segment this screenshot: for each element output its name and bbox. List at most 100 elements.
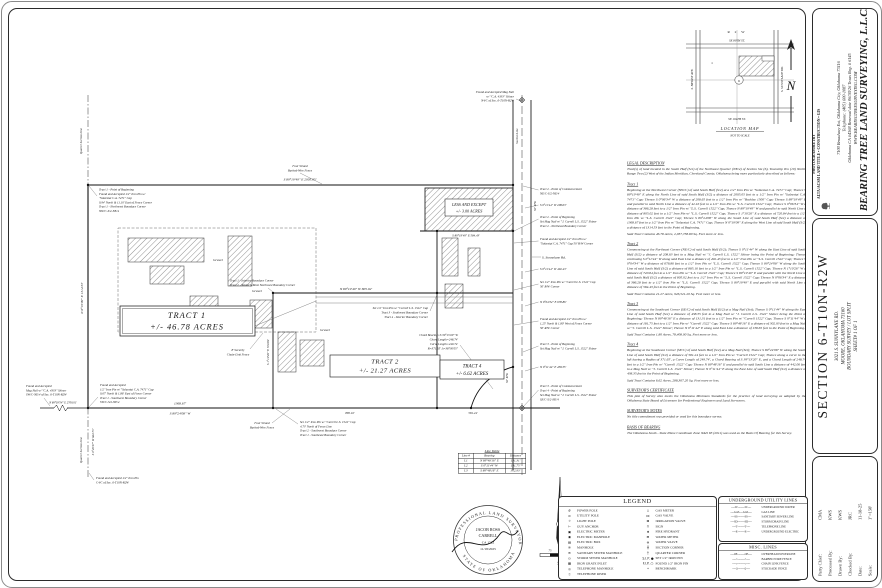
fence-bw-label-2a: Four Strand	[253, 421, 270, 425]
svg-text:CARRELL: CARRELL	[479, 533, 498, 538]
legend-item: ▦IRON GRATE INLET	[562, 561, 636, 566]
legend-symbol: ▦	[567, 561, 572, 566]
svg-text:Set Mag Nail w/ "J. Carrell L.: Set Mag Nail w/ "J. Carrell L.S. 1522" S…	[540, 347, 598, 351]
line-label: OVERHEAD POWERLINE	[761, 552, 796, 556]
line-label: BARBED WIRE FENCE	[761, 557, 792, 561]
street-top: SE 89TH ST.	[729, 39, 745, 43]
fence-cl-label-b: Chain-Link Fence	[227, 353, 250, 357]
legend-item: ▯TELEPHONE RISER	[562, 572, 636, 577]
line-label: UNDERGROUND WATER	[761, 505, 795, 509]
legend-label: ELECTRIC METER	[577, 530, 605, 534]
svg-text:CA 1522: CA 1522	[482, 541, 495, 545]
dim-quarter-south: S 0°20'27" W 662.73'	[91, 428, 95, 455]
legend-symbol: ☼	[568, 519, 571, 524]
utility-line-row: ──W────W──UNDERGROUND WATER	[721, 505, 806, 510]
svg-text:Mag Nail w/ "C.A. 4333" Shiner: Mag Nail w/ "C.A. 4333" Shiner	[25, 388, 67, 392]
legend-item: ⊙STORM SEWER MANHOLE	[562, 556, 636, 561]
sw-corner-callout: Found and Accepted 1/2" Iron Pin w/ "Sol…	[99, 383, 154, 404]
legend-symbol: ▤	[567, 540, 572, 545]
legend-symbol: ⊓	[646, 524, 650, 529]
legend-item: ⊚MANHOLE	[562, 545, 636, 550]
line-label: SANITARY SEWER LINE	[761, 515, 795, 519]
legend-label: UTILITY POLE	[577, 514, 599, 518]
svg-text:Chord Bearing=S 39°13'20" W: Chord Bearing=S 39°13'20" W	[419, 333, 458, 337]
legend-item: ⊢GUY ANCHOR	[562, 524, 636, 529]
legend-symbol: ⋈	[646, 513, 650, 518]
legend-symbol: ◎	[568, 566, 571, 571]
line-sample: ──▯────▯──	[732, 567, 750, 571]
svg-text:Found and Accepted 1/2" Iron P: Found and Accepted 1/2" Iron Pin w/	[539, 237, 587, 241]
legend-symbol: ╬	[647, 545, 649, 550]
svg-text:Found and Accepted 1/2" Iron P: Found and Accepted 1/2" Iron Pin	[95, 476, 139, 480]
utility-line-row: ──GAS──GAS──GAS LINE	[721, 510, 806, 515]
legend-label: GAS METER	[655, 508, 675, 513]
legend-label: MANHOLE	[577, 545, 594, 550]
section-titleblock: SECTION 6-T10N-R2W 3021 S. SUNNYLANE RD.…	[812, 218, 878, 454]
svg-text:N4/C of Sec. 6-T10N-R2W: N4/C of Sec. 6-T10N-R2W	[480, 99, 514, 103]
svg-text:Tract 4 - Point of Beginning: Tract 4 - Point of Beginning	[540, 389, 575, 393]
utility-line-row: ──SD────SD──STORM DRAIN LINE	[721, 520, 806, 525]
utility-line-row: ──T────T──TELEPHONE LINE	[721, 525, 806, 530]
misc-line-row: ──▯────▯──STOCKADE FENCE	[721, 567, 806, 572]
legend-symbol: ◉	[568, 535, 571, 540]
svg-text:SW/C-S/2-NE/4: SW/C-S/2-NE/4	[100, 400, 120, 404]
rw-label-2: 50' R/W	[533, 201, 537, 211]
svg-text:Tract 3 - Southwest Boundary C: Tract 3 - Southwest Boundary Corner	[381, 311, 428, 315]
legend-label: BENCHMARK	[655, 567, 677, 571]
fence-bw-label-2b: Barbed-Wire Fence	[250, 426, 275, 430]
misc-line-row: ──OE────OE──OVERHEAD POWERLINE	[721, 552, 806, 557]
svg-text:+/- 6.62 ACRES: +/- 6.62 ACRES	[456, 372, 489, 377]
svg-text:SE/C-S/2-NE/4: SE/C-S/2-NE/4	[540, 398, 559, 402]
tract2-label: TRACT 2 +/- 21.27 ACRES	[329, 354, 441, 378]
svg-text:+/- 3.00 ACRES: +/- 3.00 ACRES	[456, 209, 483, 214]
svg-text:SW/C-NE/4 of Sec. 6-T10N-R2W: SW/C-NE/4 of Sec. 6-T10N-R2W	[26, 393, 67, 397]
main-panel-border	[8, 8, 806, 581]
uul-title: UNDERGROUND UTILITY LINES	[719, 497, 807, 504]
legend-item: ▤ ELECTRIC BOX	[562, 540, 636, 545]
legend-item: ⊘UTILITY POLE	[562, 513, 636, 518]
legend-label: TELEPHONE MANHOLE	[577, 567, 614, 571]
line-sample: ──SS────SS──	[730, 515, 752, 519]
svg-text:NW/C-S/2-NE/4: NW/C-S/2-NE/4	[98, 209, 119, 213]
sw-mag-nail-callout: Found and Accepted Mag Nail w/ "C.A. 433…	[25, 384, 67, 397]
svg-text:Tract 3 - Point of Beginning: Tract 3 - Point of Beginning	[540, 342, 575, 346]
services-line-1: TOPOGRAPHIC • LIDAR • GPS • PHOTOGRAMMET…	[812, 134, 816, 175]
rw-label-1: 50' R/W	[505, 373, 509, 383]
svg-text:Found and Accepted 1/2" Iron P: Found and Accepted 1/2" Iron Pin w/	[539, 317, 587, 321]
legend-item: ♦FIRE HYDRANT	[641, 529, 715, 534]
legend-label: SECTION CORNER	[655, 545, 684, 550]
line-label: TELEPHONE LINE	[761, 525, 786, 529]
legend-label: QUARTER CORNER	[655, 551, 686, 555]
svg-text:Tract 2 - Northeast Boundary C: Tract 2 - Northeast Boundary Corner	[540, 224, 587, 228]
legend-item: F.I.P. ○FOUND 1/2" IRON PIN	[641, 561, 715, 566]
svg-text:N 0°04'34" E 678.86': N 0°04'34" E 678.86'	[539, 300, 567, 304]
legend-item: ⌖BENCHMARK	[641, 566, 715, 571]
location-map-subtitle: NOT TO SCALE	[729, 134, 749, 138]
svg-text:Set 1/2" Iron Pin w/ "Carrell: Set 1/2" Iron Pin w/ "Carrell L.S. 1522"…	[300, 420, 356, 424]
svg-text:TRACT 4: TRACT 4	[463, 365, 482, 370]
svg-text:Tract 1 - Southwest Boundary C: Tract 1 - Southwest Boundary Corner	[100, 396, 147, 400]
svg-text:11/18/2025: 11/18/2025	[480, 547, 496, 551]
legend-item: ☼LIGHT POLE	[562, 519, 636, 524]
section-number: 6	[738, 79, 740, 83]
project-address-2: MOORE, OKLAHOMA 73160	[840, 307, 846, 365]
quarter-line-label-2: Quarter Section Line	[79, 436, 83, 463]
line-sample: ──SD────SD──	[730, 520, 752, 524]
info-row: Date:11-18-25	[855, 457, 865, 581]
svg-text:R=371.65' Δ=38°30'05": R=371.65' Δ=38°30'05"	[427, 347, 459, 351]
street-right: S. SUNNYLANE RD.	[780, 66, 784, 92]
dim-south-dist: 1368.67'	[174, 402, 186, 406]
svg-text:50' R/W Corner: 50' R/W Corner	[540, 326, 560, 330]
info-label: Drawn By:	[837, 556, 843, 576]
line-sample: ──GAS──GAS──	[730, 510, 752, 514]
legend-label: ELECTRIC BOX	[577, 540, 601, 545]
svg-text:Set Mag Nail w/ "J. Carrell L.: Set Mag Nail w/ "J. Carrell L.S. 1522" S…	[540, 393, 598, 397]
section-line-label: Section Line	[515, 128, 519, 144]
